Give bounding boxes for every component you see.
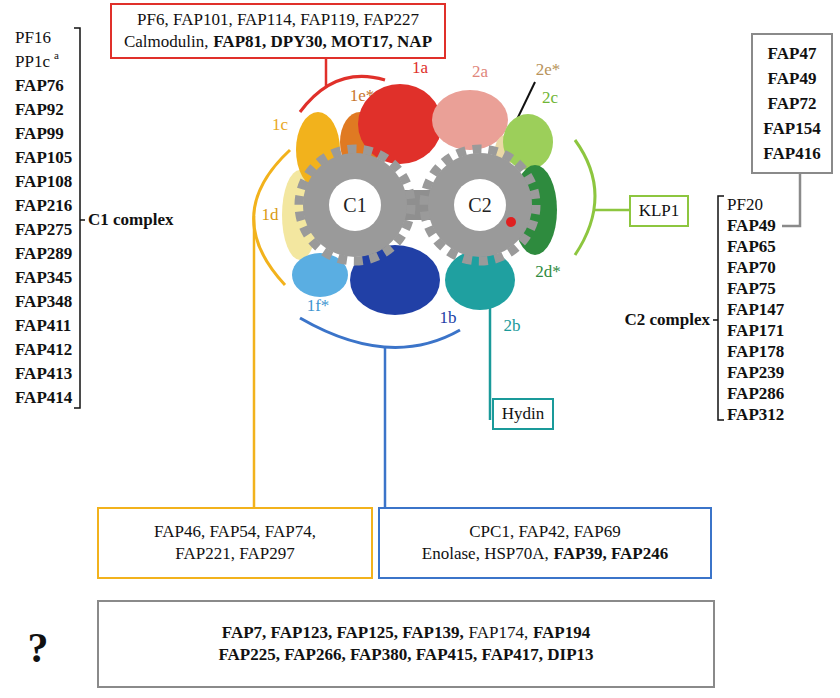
protein-name: FAP92 [15, 101, 64, 120]
protein-name: FAP81, DPY30, MOT17, NAP [213, 32, 432, 51]
protein-box: PF6, FAP101, FAP114, FAP119, FAP227Calmo… [110, 3, 446, 59]
protein-name: FAP239 [727, 364, 784, 383]
callout-number: 2b [504, 317, 521, 336]
text-line: FAP154 [763, 116, 820, 141]
bracket [74, 28, 85, 408]
protein-name: PF16 [15, 29, 51, 48]
protein-name: FAP99 [15, 125, 64, 144]
protein-name: FAP348 [15, 293, 72, 312]
protein-name: FAP171 [727, 322, 784, 341]
lumen [454, 179, 506, 231]
protein-name: FAP416 [763, 144, 820, 163]
protein-name: FAP178 [727, 343, 784, 362]
text-line: FAP49 [763, 66, 820, 91]
microtubule-label: C1 [343, 194, 366, 216]
protein-name: FAP286 [727, 385, 784, 404]
projection-2c [503, 114, 553, 170]
callout-number: 1d [262, 206, 279, 225]
protein-box: FAP46, FAP54, FAP74, FAP221, FAP297 [97, 507, 373, 579]
text-line: Calmodulin,FAP81, DPY30, MOT17, NAP [124, 31, 432, 53]
text-line: FAP72 [763, 91, 820, 116]
protein-name: FAP289 [15, 245, 72, 264]
protein-name: CPC1, FAP42, FAP69 [469, 522, 620, 541]
protein-name: FAP216 [15, 197, 72, 216]
protein-name: FAP47 [768, 44, 817, 63]
protein-name: FAP412 [15, 341, 72, 360]
text-line: CPC1, FAP42, FAP69 [388, 521, 702, 543]
protein-name: Calmodulin, [124, 32, 209, 51]
lumen [329, 179, 381, 231]
callout-number: 2a [472, 63, 488, 82]
protein-name: FAP46, FAP54, FAP74, FAP221, FAP297 [154, 522, 316, 563]
leader-line [384, 347, 387, 530]
microtubule-c1 [299, 149, 411, 261]
protein-name: FAP49 [768, 69, 817, 88]
bracket [713, 196, 724, 420]
protein-name: FAP39, FAP246 [554, 544, 669, 563]
protein-box: FAP47FAP49FAP72FAP154FAP416 [751, 33, 832, 174]
protein-name: FAP413 [15, 365, 72, 384]
callout-number: 2d* [535, 263, 561, 282]
marker-dot [506, 217, 516, 227]
callout-number: 1a [412, 59, 428, 78]
callout-number: 1e* [350, 87, 375, 106]
microtubule-c2 [428, 153, 532, 257]
protein-box: Hydin [492, 398, 555, 430]
callout-number: 1c [272, 116, 288, 135]
protein-name: FAP411 [15, 317, 71, 336]
protein-name: FAP108 [15, 173, 72, 192]
protein-name: FAP147 [727, 301, 784, 320]
protein-name: FAP312 [727, 406, 784, 425]
protein-name: PF20 [727, 196, 763, 215]
projection-2a [432, 90, 508, 150]
text-line: FAP47 [763, 41, 820, 66]
callout-number: 2c [542, 89, 558, 108]
protein-name: FAP7, FAP123, FAP125, FAP139, [222, 623, 464, 642]
protein-box: KLP1 [629, 195, 690, 227]
protein-name: FAP174, [468, 623, 528, 642]
protein-box: FAP7, FAP123, FAP125, FAP139,FAP174, FAP1… [97, 600, 715, 688]
protein-name: Enolase, HSP70A, [422, 544, 549, 563]
protein-name: FAP75 [727, 280, 776, 299]
protein-name: FAP275 [15, 221, 72, 240]
bracket-arc [575, 140, 595, 255]
protein-name: PP1c [15, 53, 50, 72]
protein-name: FAP70 [727, 259, 776, 278]
protein-name: KLP1 [639, 201, 680, 220]
bracket-arc [300, 318, 460, 347]
protein-name: FAP225, FAP266, FAP380, FAP415, FAP417, … [218, 645, 593, 664]
protein-name: C1 complex [88, 211, 173, 230]
callout-number: 1f* [307, 297, 330, 316]
text-line: PF6, FAP101, FAP114, FAP119, FAP227 [124, 9, 432, 31]
text-line: FAP225, FAP266, FAP380, FAP415, FAP417, … [107, 644, 705, 666]
protein-name: FAP345 [15, 269, 72, 288]
protein-name: FAP194 [533, 623, 590, 642]
protein-name: C2 complex [625, 311, 710, 330]
microtubule-c1 [303, 153, 407, 257]
protein-name: ? [28, 625, 49, 671]
protein-box: CPC1, FAP42, FAP69Enolase, HSP70A, FAP39,… [378, 507, 712, 579]
text-line: KLP1 [639, 200, 680, 222]
protein-name: a [54, 49, 59, 61]
microtubule-label: C2 [468, 194, 491, 216]
protein-name: Hydin [502, 404, 545, 423]
callout-number: 1b [440, 309, 457, 328]
text-line: Enolase, HSP70A, FAP39, FAP246 [388, 543, 702, 565]
text-line: Hydin [502, 403, 545, 425]
protein-name: FAP414 [15, 389, 72, 408]
text-line: FAP416 [763, 141, 820, 166]
callout-number: 2e* [536, 61, 561, 80]
microtubule-c2 [424, 149, 536, 261]
protein-name: FAP76 [15, 77, 64, 96]
protein-name: FAP154 [763, 119, 820, 138]
protein-name: FAP105 [15, 149, 72, 168]
protein-name: FAP49 [727, 217, 776, 236]
text-line: FAP46, FAP54, FAP74, FAP221, FAP297 [129, 521, 341, 565]
protein-name: FAP72 [768, 94, 817, 113]
leader-line [253, 216, 256, 530]
protein-name: PF6, FAP101, FAP114, FAP119, FAP227 [137, 10, 419, 29]
protein-name: FAP65 [727, 238, 776, 257]
text-line: FAP7, FAP123, FAP125, FAP139,FAP174, FAP1… [107, 622, 705, 644]
